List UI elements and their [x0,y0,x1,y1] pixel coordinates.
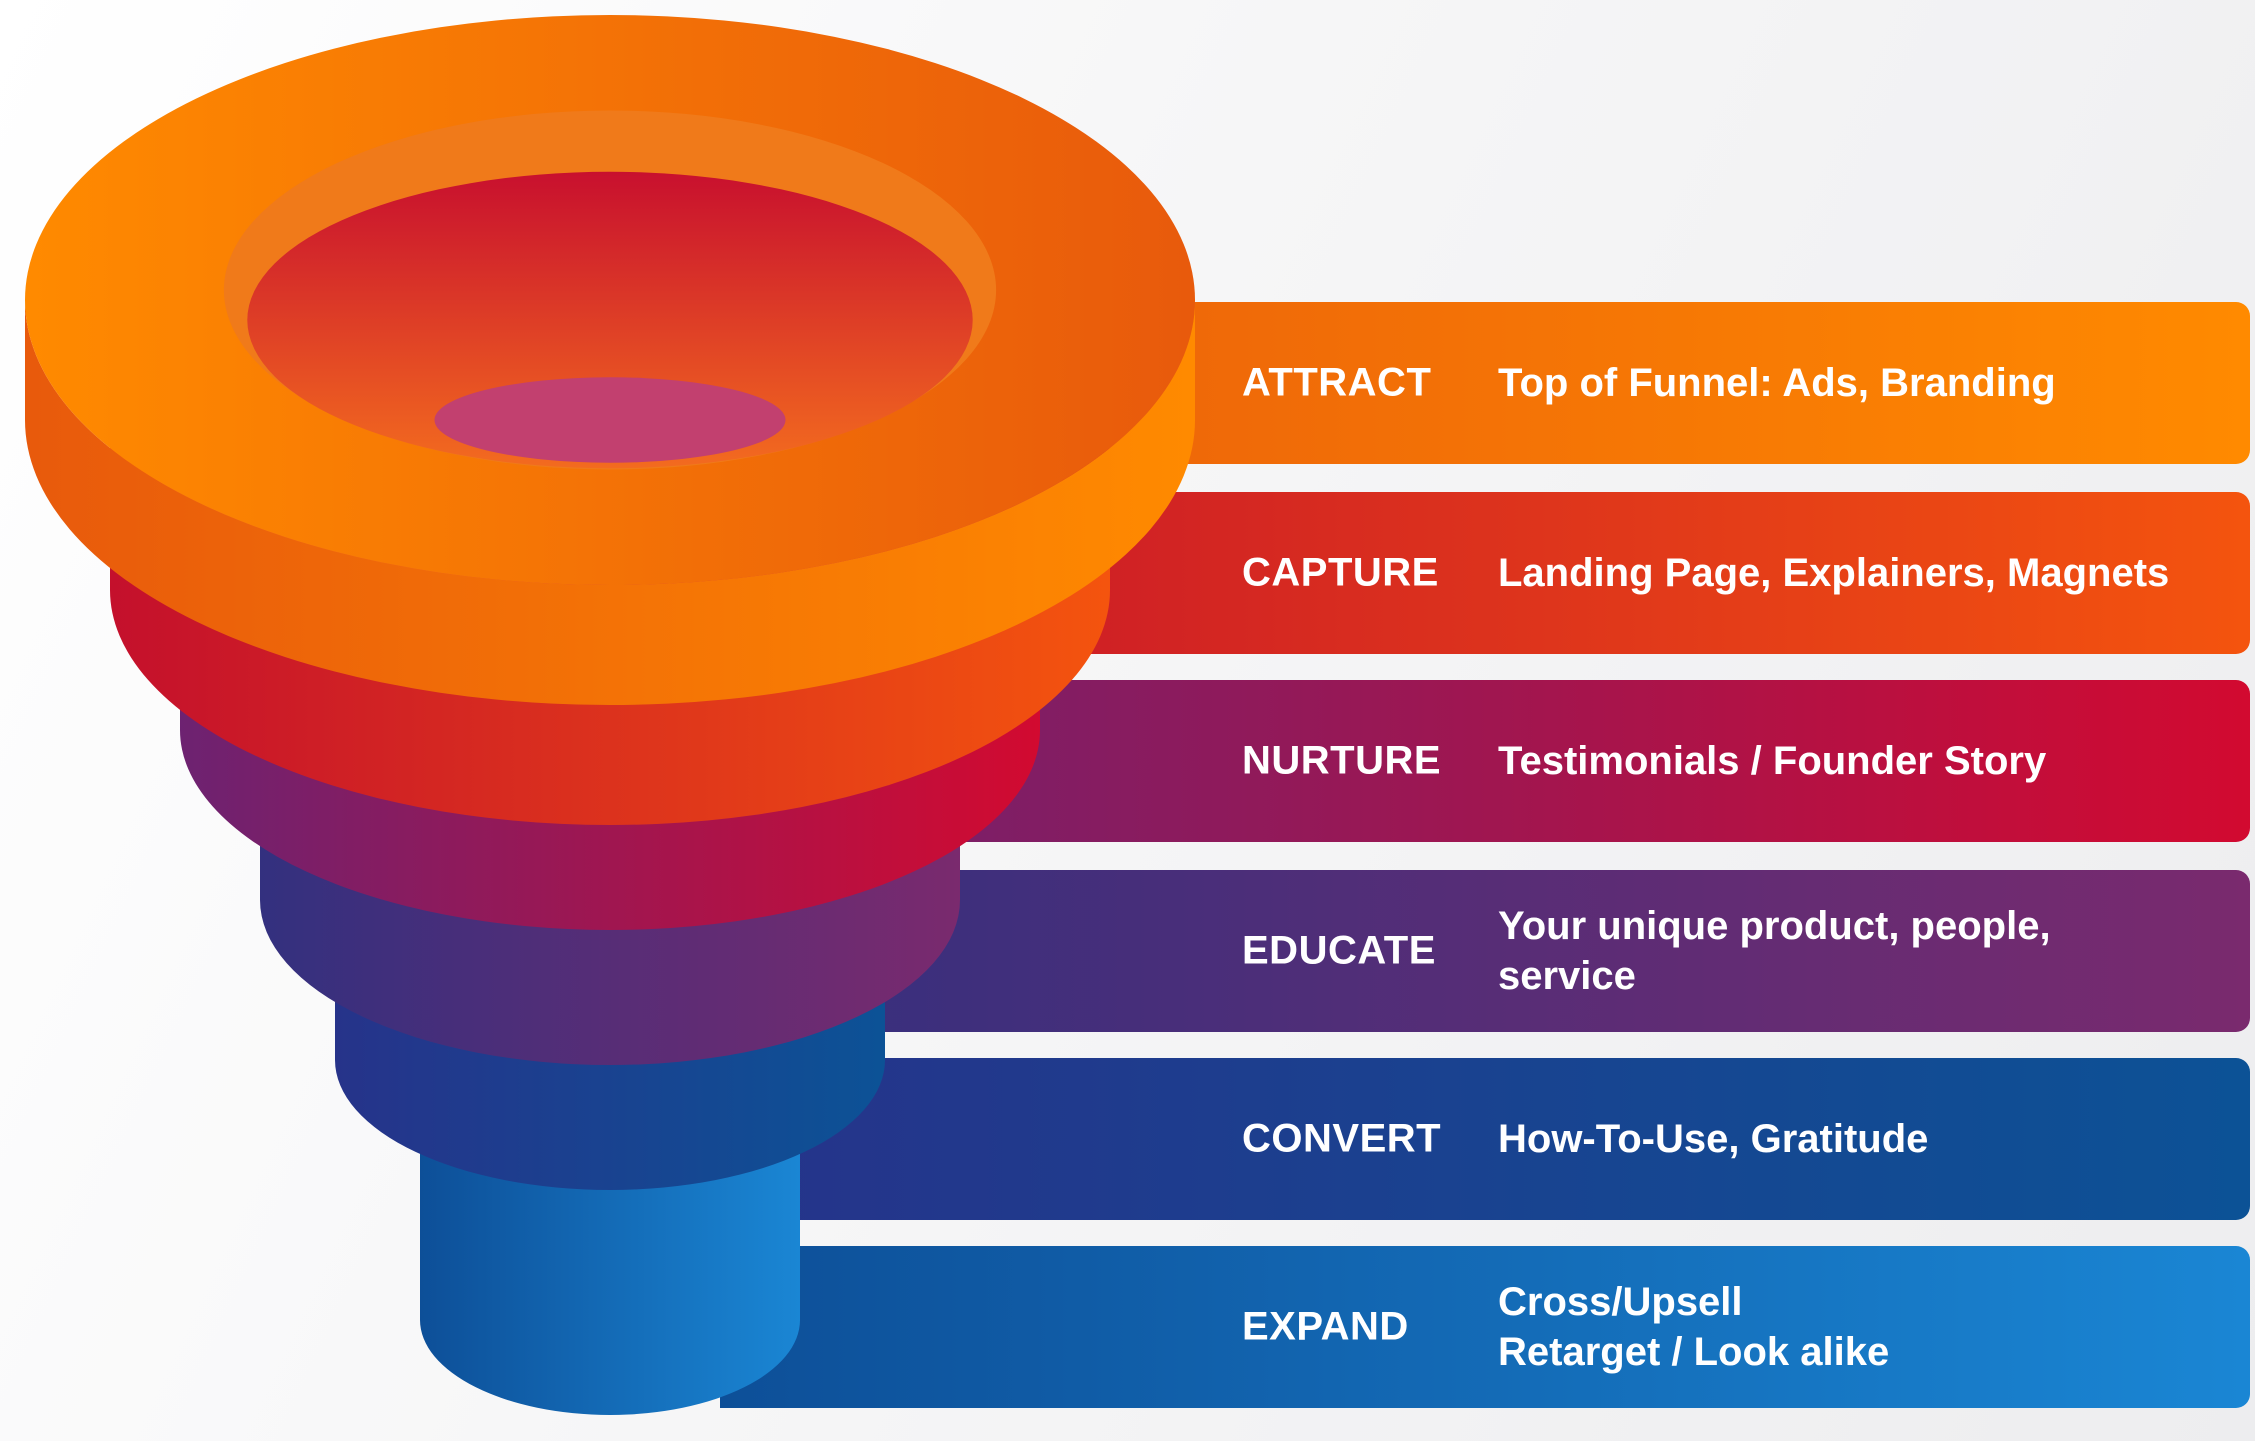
stage-description-line: Cross/Upsell [1498,1280,1743,1324]
funnel-ring-side [110,440,1110,825]
stage-description-line: How-To-Use, Gratitude [1498,1117,1929,1161]
stage-label: EXPAND [1242,1304,1409,1349]
stage-band-educate: EDUCATE Your unique product, people, servi… [720,870,2250,1032]
stage-description-line: Your unique product, people, [1498,904,2051,948]
stage-description: Your unique product, people, service [1498,901,2218,1001]
funnel-opening [247,171,973,469]
stage-description-line: service [1498,954,1636,998]
stage-label: EDUCATE [1242,928,1436,973]
stage-description-line: Landing Page, Explainers, Magnets [1498,551,2170,595]
funnel-ring-side [180,590,1040,930]
stage-band-convert: CONVERT How-To-Use, Gratitude [720,1058,2250,1220]
stage-label: ATTRACT [1242,360,1432,405]
stage-description-line: Top of Funnel: Ads, Branding [1498,361,2056,405]
funnel-inner-shadow [434,377,786,463]
stage-description-line: Retarget / Look alike [1498,1330,1890,1374]
funnel-ring-attract [25,15,1195,705]
stage-description: Top of Funnel: Ads, Branding [1498,358,2218,408]
stage-description-line: Testimonials / Founder Story [1498,739,2047,783]
stage-label: CAPTURE [1242,550,1439,595]
stage-label: CONVERT [1242,1116,1442,1161]
stage-description: Landing Page, Explainers, Magnets [1498,548,2218,598]
stage-description: Testimonials / Founder Story [1498,736,2218,786]
stage-description: How-To-Use, Gratitude [1498,1114,2218,1164]
funnel-ring-side [25,300,1195,705]
stage-label: NURTURE [1242,738,1442,783]
funnel-ring-side [260,750,960,1065]
